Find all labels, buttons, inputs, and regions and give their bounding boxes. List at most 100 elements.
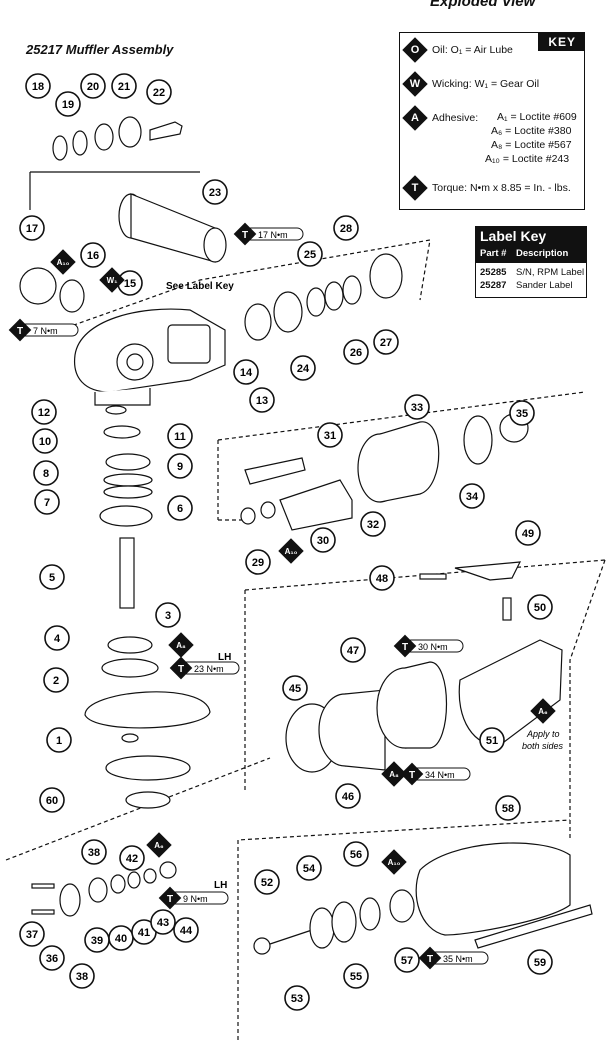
label-key-col-desc: Description <box>516 248 569 259</box>
apply-note-line2: both sides <box>522 741 564 751</box>
part-number-label: 15 <box>124 278 136 290</box>
part-number-label: 9 <box>177 461 183 473</box>
part-callout-59: 59 <box>527 949 553 975</box>
torque-value: 30 N•m <box>418 642 448 652</box>
part-callout-5: 5 <box>39 564 65 590</box>
label-key-part-1: 25285 <box>480 267 507 278</box>
part-callout-38: 38 <box>81 839 107 865</box>
part-number-label: 50 <box>534 602 546 614</box>
part-number-label: 11 <box>174 431 186 443</box>
part-callout-54: 54 <box>296 855 322 881</box>
part-number-label: 5 <box>49 572 55 584</box>
part-drawings <box>5 116 606 1040</box>
see-label-key-note: See Label Key <box>166 281 234 292</box>
part-callout-23: 23 <box>202 179 228 205</box>
part-number-label: 41 <box>138 927 150 939</box>
svg-text:T: T <box>427 954 433 965</box>
label-key-col-part: Part # <box>480 248 507 259</box>
part-number-label: 58 <box>502 803 514 815</box>
part-callout-12: 12 <box>31 399 57 425</box>
page-title: Exploded View <box>430 0 536 10</box>
part-callout-6: 6 <box>167 495 193 521</box>
side-handle-part <box>118 193 227 263</box>
part-callout-1: 1 <box>46 727 72 753</box>
part-callout-43: 43 <box>150 909 176 935</box>
part-callout-39: 39 <box>84 927 110 953</box>
part-callout-58: 58 <box>495 795 521 821</box>
part-number-label: 2 <box>53 675 59 687</box>
svg-text:T: T <box>402 642 408 653</box>
symbol-label: A₁₀ <box>388 858 401 867</box>
part-number-label: 23 <box>209 187 221 199</box>
wicking-symbol-icon: W <box>409 78 421 90</box>
symbol-tag-1: W₁ <box>99 267 125 293</box>
part-callout-51: 51 <box>479 727 505 753</box>
key-title: KEY <box>538 33 584 51</box>
part-number-label: 39 <box>91 935 103 947</box>
part-number-label: 60 <box>46 795 58 807</box>
gear-head-housing <box>73 308 226 406</box>
motor-parts <box>240 413 529 531</box>
part-callout-11: 11 <box>167 423 193 449</box>
part-callout-26: 26 <box>343 339 369 365</box>
label-key-desc-2: Sander Label <box>516 280 573 291</box>
part-number-label: 26 <box>350 347 362 359</box>
symbol-label: A₆ <box>154 841 164 850</box>
part-callout-30: 30 <box>310 527 336 553</box>
part-callout-47: 47 <box>340 637 366 663</box>
part-callout-53: 53 <box>284 985 310 1011</box>
part-number-label: 51 <box>486 735 498 747</box>
part-callout-35: 35 <box>509 400 535 426</box>
part-callout-36: 36 <box>39 945 65 971</box>
adhesive-symbol-icon: A <box>411 112 419 124</box>
torque-value: 7 N•m <box>33 326 58 336</box>
svg-text:T: T <box>17 326 23 337</box>
part-number-label: 38 <box>88 847 100 859</box>
part-callout-15: 15 <box>117 270 143 296</box>
part-number-label: 57 <box>401 955 413 967</box>
part-callout-18: 18 <box>25 73 51 99</box>
muffler-body <box>19 267 85 313</box>
muffler-rings <box>52 116 183 161</box>
part-callout-8: 8 <box>33 460 59 486</box>
adhesive-a6: A₆ = Loctite #380 <box>491 125 572 137</box>
part-number-label: 36 <box>46 953 58 965</box>
part-number-label: 19 <box>62 99 74 111</box>
symbol-label: A₁₀ <box>285 547 298 556</box>
part-number-label: 47 <box>347 645 359 657</box>
part-number-label: 24 <box>297 363 310 375</box>
part-number-label: 12 <box>38 407 50 419</box>
part-number-label: 6 <box>177 503 183 515</box>
part-number-label: 22 <box>153 87 165 99</box>
part-number-label: 54 <box>303 863 316 875</box>
housing-parts <box>285 561 563 773</box>
part-number-label: 10 <box>39 436 51 448</box>
part-callout-28: 28 <box>333 215 359 241</box>
key-legend: KEY O Oil: O₁ = Air Lube W Wicking: W₁ =… <box>399 32 585 210</box>
part-number-label: 45 <box>289 683 301 695</box>
torque-value: 23 N•m <box>194 664 224 674</box>
part-callout-9: 9 <box>167 453 193 479</box>
adhesive-a10: A₁₀ = Loctite #243 <box>485 153 570 165</box>
part-callout-37: 37 <box>19 921 45 947</box>
adhesive-a1: A₁ = Loctite #609 <box>497 111 577 123</box>
symbol-tag-2: A₈ <box>168 632 194 658</box>
part-number-label: 59 <box>534 957 546 969</box>
part-number-label: 29 <box>252 557 264 569</box>
spindle-stack <box>99 405 153 609</box>
part-number-label: 27 <box>380 337 392 349</box>
part-callout-33: 33 <box>404 394 430 420</box>
part-callout-38b: 38 <box>69 963 95 989</box>
symbol-tag-7: A₁₀ <box>381 849 407 875</box>
part-callout-50: 50 <box>527 594 553 620</box>
part-callout-48: 48 <box>369 565 395 591</box>
part-number-label: 21 <box>118 81 130 93</box>
part-number-label: 18 <box>32 81 44 93</box>
symbol-label: W₁ <box>107 276 119 285</box>
part-callout-2: 2 <box>43 667 69 693</box>
part-callout-17: 17 <box>19 215 45 241</box>
part-number-label: 38 <box>76 971 88 983</box>
